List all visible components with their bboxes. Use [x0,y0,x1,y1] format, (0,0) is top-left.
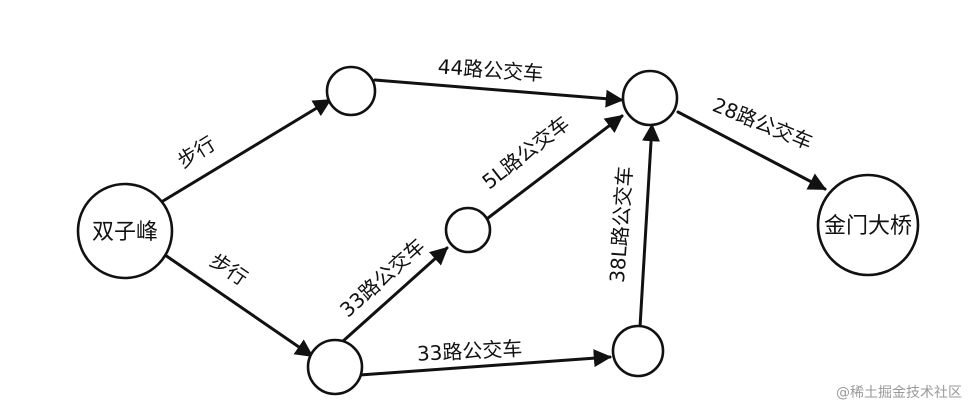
edge-label-walk-upper: 步行 [173,131,220,173]
edge-walk-upper [156,98,332,206]
node-waypoint-middle [444,206,492,254]
node-hub [621,69,679,127]
node-waypoint-bottom-right [611,324,665,378]
edge-label-38l: 38L路公交车 [605,166,637,284]
edge-label-33-bottom: 33路公交车 [416,336,523,365]
edge-28 [676,110,827,191]
node-jinmendaqiao [816,173,920,277]
node-waypoint-top [325,65,377,117]
edge-label-44: 44路公交车 [437,54,544,85]
edge-5l [486,114,624,220]
node-label-jinmendaqiao: 金门大桥 [824,214,912,239]
watermark-text: @稀土掘金技术社区 [836,385,962,401]
edge-label-walk-lower: 步行 [206,248,253,290]
edge-33-bottom [358,349,612,377]
node-label-shuangzifeng: 双子峰 [92,220,158,245]
edge-38l [638,123,661,329]
node-shuangzifeng [76,182,174,280]
edge-44 [373,78,624,108]
node-waypoint-bottom-left [306,338,364,396]
edge-label-28: 28路公交车 [709,93,816,155]
edge-walk-lower [163,253,314,358]
edge-33-diagonal [340,246,449,344]
edge-label-5l: 5L路公交车 [477,111,574,194]
